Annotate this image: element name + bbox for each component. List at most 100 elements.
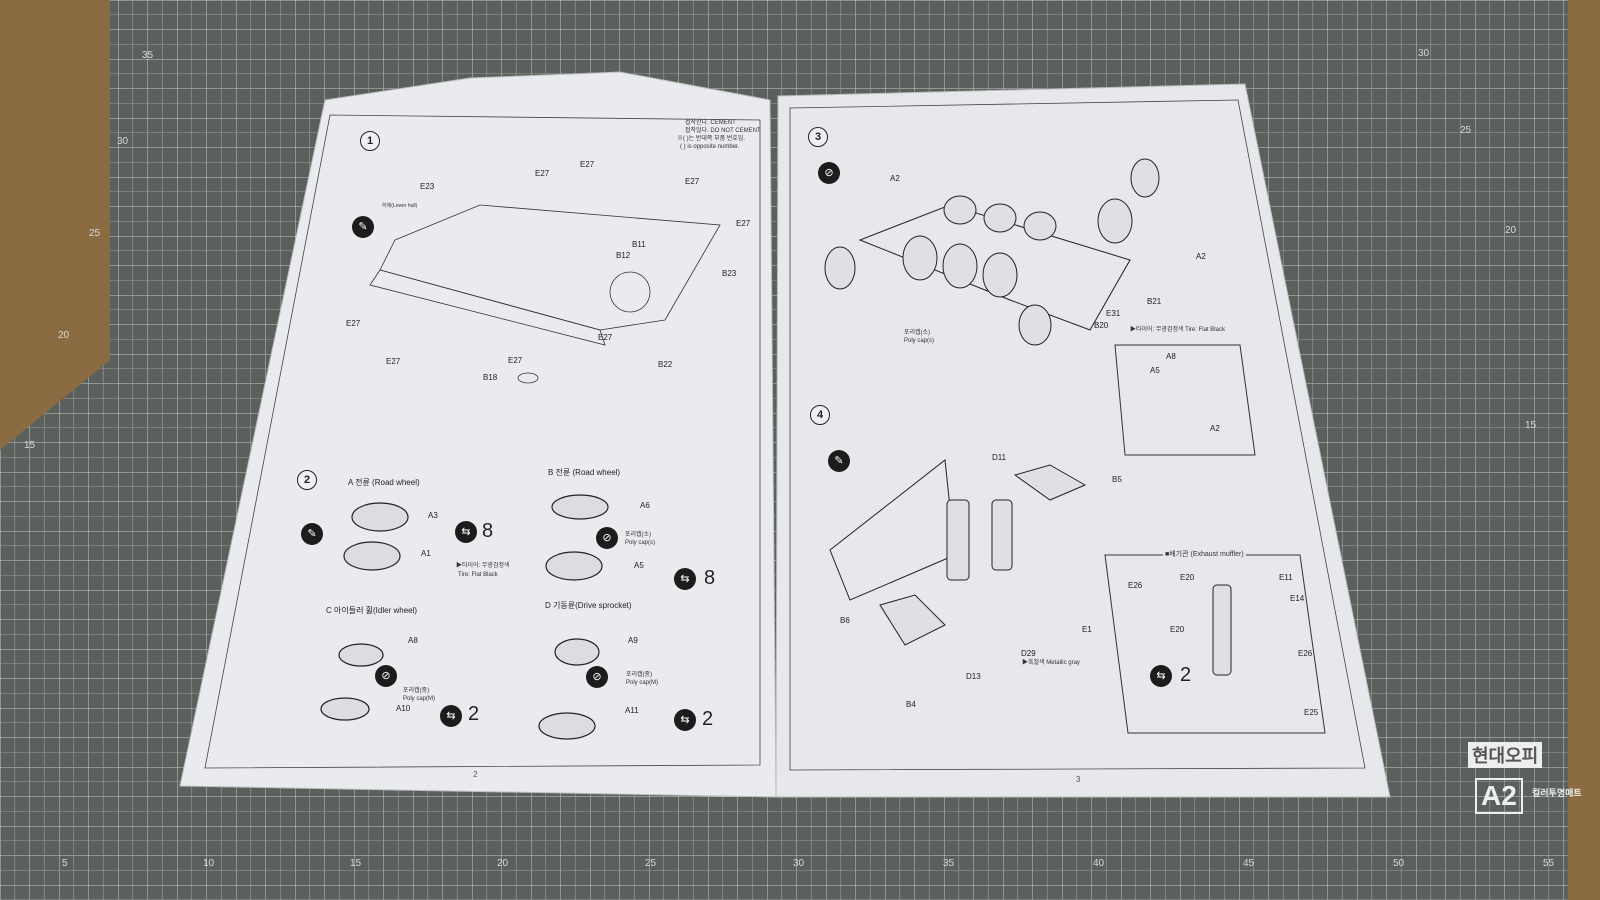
step-number: 1 — [360, 131, 380, 151]
quantity: 2 — [1180, 664, 1192, 686]
page-number: 2 — [473, 770, 478, 779]
polycap-label: 포리캡(중) — [403, 688, 430, 694]
page-number: 3 — [1076, 775, 1081, 784]
subassembly-title: A 전륜 (Road wheel) — [348, 478, 420, 487]
ruler-mark: 45 — [1243, 858, 1255, 869]
step-number: 2 — [297, 470, 317, 490]
ruler-mark: 5 — [62, 858, 68, 869]
part-label: B6 — [840, 616, 850, 625]
hull-label: 하체(Lower hull) — [382, 203, 418, 209]
mat-brand: 현대오피 — [1468, 742, 1543, 768]
part-label: E27 — [736, 219, 751, 228]
paint-note: ▶타이어: 무광검정색 — [456, 563, 510, 569]
part-label: A8 — [1166, 352, 1176, 361]
ruler-mark: 20 — [497, 858, 509, 869]
part-label: E26 — [1128, 581, 1143, 590]
part-label: E14 — [1290, 594, 1305, 603]
part-label: E27 — [346, 319, 361, 328]
part-label: D13 — [966, 672, 981, 681]
part-label: E27 — [386, 357, 401, 366]
subassembly-title: D 기동륜(Drive sprocket) — [545, 601, 632, 610]
ruler-mark: 30 — [117, 136, 129, 147]
quantity: 2 — [468, 703, 480, 725]
part-label: E23 — [420, 182, 435, 191]
ruler-mark: 20 — [1505, 225, 1517, 236]
part-label: A2 — [890, 174, 900, 183]
make-quantity-icon: ⇆ — [1150, 665, 1172, 687]
legend-line: 접착한다. CEMENT — [685, 120, 736, 126]
part-label: E27 — [508, 356, 523, 365]
cement-icon: ✎ — [301, 523, 323, 545]
left-page — [179, 71, 777, 798]
ruler-mark: 25 — [89, 228, 101, 239]
part-label: E27 — [598, 333, 613, 342]
hull-drawing — [369, 204, 721, 384]
part-label: B12 — [616, 251, 631, 260]
paint-note: ▶타이어: 무광검정색 Tire: Flat Black — [1130, 327, 1225, 333]
no-cement-icon: ⊘ — [586, 666, 608, 688]
make-quantity-icon: ⇆ — [440, 705, 462, 727]
make-quantity-icon: ⇆ — [455, 521, 477, 543]
part-label: B21 — [1147, 297, 1162, 306]
part-label: B23 — [722, 269, 737, 278]
part-label: E20 — [1180, 573, 1195, 582]
ruler-mark: 15 — [24, 440, 36, 451]
part-label: E27 — [580, 160, 595, 169]
polycap-label: Poly cap(M) — [403, 696, 436, 702]
ruler-mark: 25 — [1460, 125, 1472, 136]
ruler-mark: 50 — [1393, 858, 1405, 869]
part-label: E26 — [1298, 649, 1313, 658]
part-label: A5 — [634, 561, 644, 570]
part-label: B18 — [483, 373, 498, 382]
quantity: 2 — [702, 708, 714, 730]
ruler-mark: 20 — [58, 330, 70, 341]
part-label: B5 — [1112, 475, 1122, 484]
polycap-label: 포리캡(중) — [626, 672, 653, 678]
cement-icon: ✎ — [828, 450, 850, 472]
part-label: D11 — [992, 453, 1007, 462]
suspension-drawing — [824, 158, 1160, 346]
part-label: E1 — [1082, 625, 1092, 634]
paint-note: Tire: Flat Black — [458, 572, 498, 578]
no-cement-icon: ⊘ — [818, 162, 840, 184]
legend-line: ( ) is opposite number. — [680, 144, 740, 150]
ruler-mark: 15 — [350, 858, 362, 869]
polycap-label: Poly cap(s) — [625, 540, 656, 546]
part-label: A8 — [408, 636, 418, 645]
ruler-mark: 30 — [793, 858, 805, 869]
make-quantity-icon: ⇆ — [674, 568, 696, 590]
legend-line: 접착않다. DO NOT CEMENT — [685, 128, 761, 134]
part-label: A2 — [1196, 252, 1206, 261]
no-cement-icon: ⊘ — [596, 527, 618, 549]
ruler-mark: 25 — [645, 858, 657, 869]
mat-size: A2 — [1475, 778, 1523, 814]
step-number: 3 — [808, 127, 828, 147]
ruler-mark: 55 — [1543, 858, 1555, 869]
polycap-label: 포리캡(소) — [904, 330, 931, 336]
ruler-mark: 40 — [1093, 858, 1105, 869]
no-cement-icon: ⊘ — [375, 665, 397, 687]
wheel-drawings — [320, 494, 609, 740]
part-label: E20 — [1170, 625, 1185, 634]
polycap-label: Poly cap(s) — [904, 338, 935, 344]
part-label: D29 — [1021, 649, 1036, 658]
part-label: A11 — [625, 706, 639, 715]
part-label: E27 — [685, 177, 700, 186]
ruler-mark: 30 — [1418, 48, 1430, 59]
ruler-mark: 15 — [1525, 420, 1537, 431]
polycap-label: 포리캡(소) — [625, 532, 652, 538]
part-label: B4 — [906, 700, 916, 709]
make-quantity-icon: ⇆ — [674, 709, 696, 731]
quantity: 8 — [482, 520, 494, 542]
polycap-label: Poly cap(M) — [626, 680, 659, 686]
paint-note: ▶흑철색 Metallic gray — [1022, 660, 1080, 666]
part-label: A9 — [628, 636, 638, 645]
inset-title: ■배기관 (Exhaust muffler) — [1163, 551, 1246, 558]
part-label: E11 — [1279, 573, 1293, 582]
part-label: B20 — [1094, 321, 1109, 330]
part-label: E27 — [535, 169, 550, 178]
ruler-mark: 35 — [943, 858, 955, 869]
part-label: A3 — [428, 511, 438, 520]
part-label: E25 — [1304, 708, 1319, 717]
